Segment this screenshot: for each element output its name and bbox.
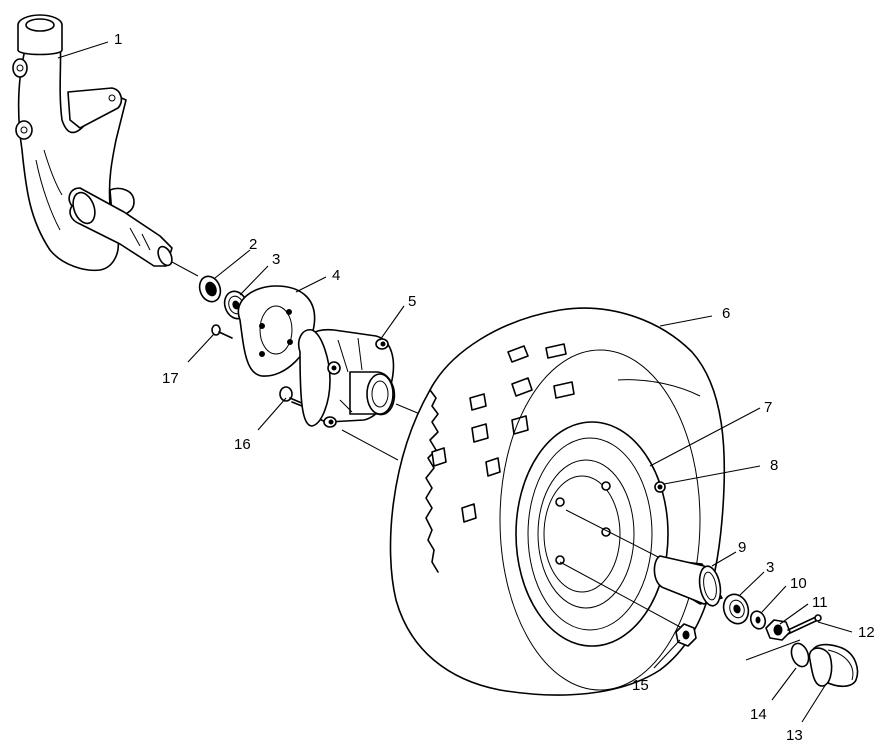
callout-10: 10 <box>790 575 807 592</box>
callout-13: 13 <box>786 727 803 744</box>
callout-2: 2 <box>249 236 257 253</box>
spacer-tube <box>653 555 723 607</box>
callout-labels: 1 2 3 4 5 6 7 8 9 3 10 11 12 14 13 15 16… <box>114 31 875 744</box>
callout-16: 16 <box>234 436 251 453</box>
brake-disc <box>237 285 316 377</box>
callout-17: 17 <box>162 370 179 387</box>
callout-4: 4 <box>332 267 340 284</box>
lug-nut <box>675 623 697 647</box>
castle-nut <box>765 619 791 641</box>
hub-studs <box>323 338 389 428</box>
hub-cap <box>808 643 859 688</box>
bolt-17 <box>211 324 233 339</box>
callout-14: 14 <box>750 706 767 723</box>
leader-lines <box>57 41 853 723</box>
valve-stem <box>654 481 666 493</box>
bearing-outer <box>722 593 750 625</box>
o-ring <box>790 642 810 668</box>
cotter-pin <box>787 614 822 635</box>
callout-3-outer: 3 <box>766 559 774 576</box>
callout-1: 1 <box>114 31 122 48</box>
tread-blocks <box>431 343 575 523</box>
steering-knuckle <box>12 14 173 272</box>
callout-3-inner: 3 <box>272 251 280 268</box>
seal <box>198 275 222 303</box>
callout-11: 11 <box>812 594 828 611</box>
callout-9: 9 <box>738 539 746 556</box>
callout-5: 5 <box>408 293 416 310</box>
callout-12: 12 <box>858 624 875 641</box>
rim <box>515 421 669 647</box>
washer <box>749 610 767 630</box>
wheel-hub <box>297 328 396 428</box>
callout-7: 7 <box>764 399 772 416</box>
callout-15: 15 <box>632 677 649 694</box>
callout-6: 6 <box>722 305 730 322</box>
callout-8: 8 <box>770 457 778 474</box>
stud-16 <box>279 386 305 407</box>
